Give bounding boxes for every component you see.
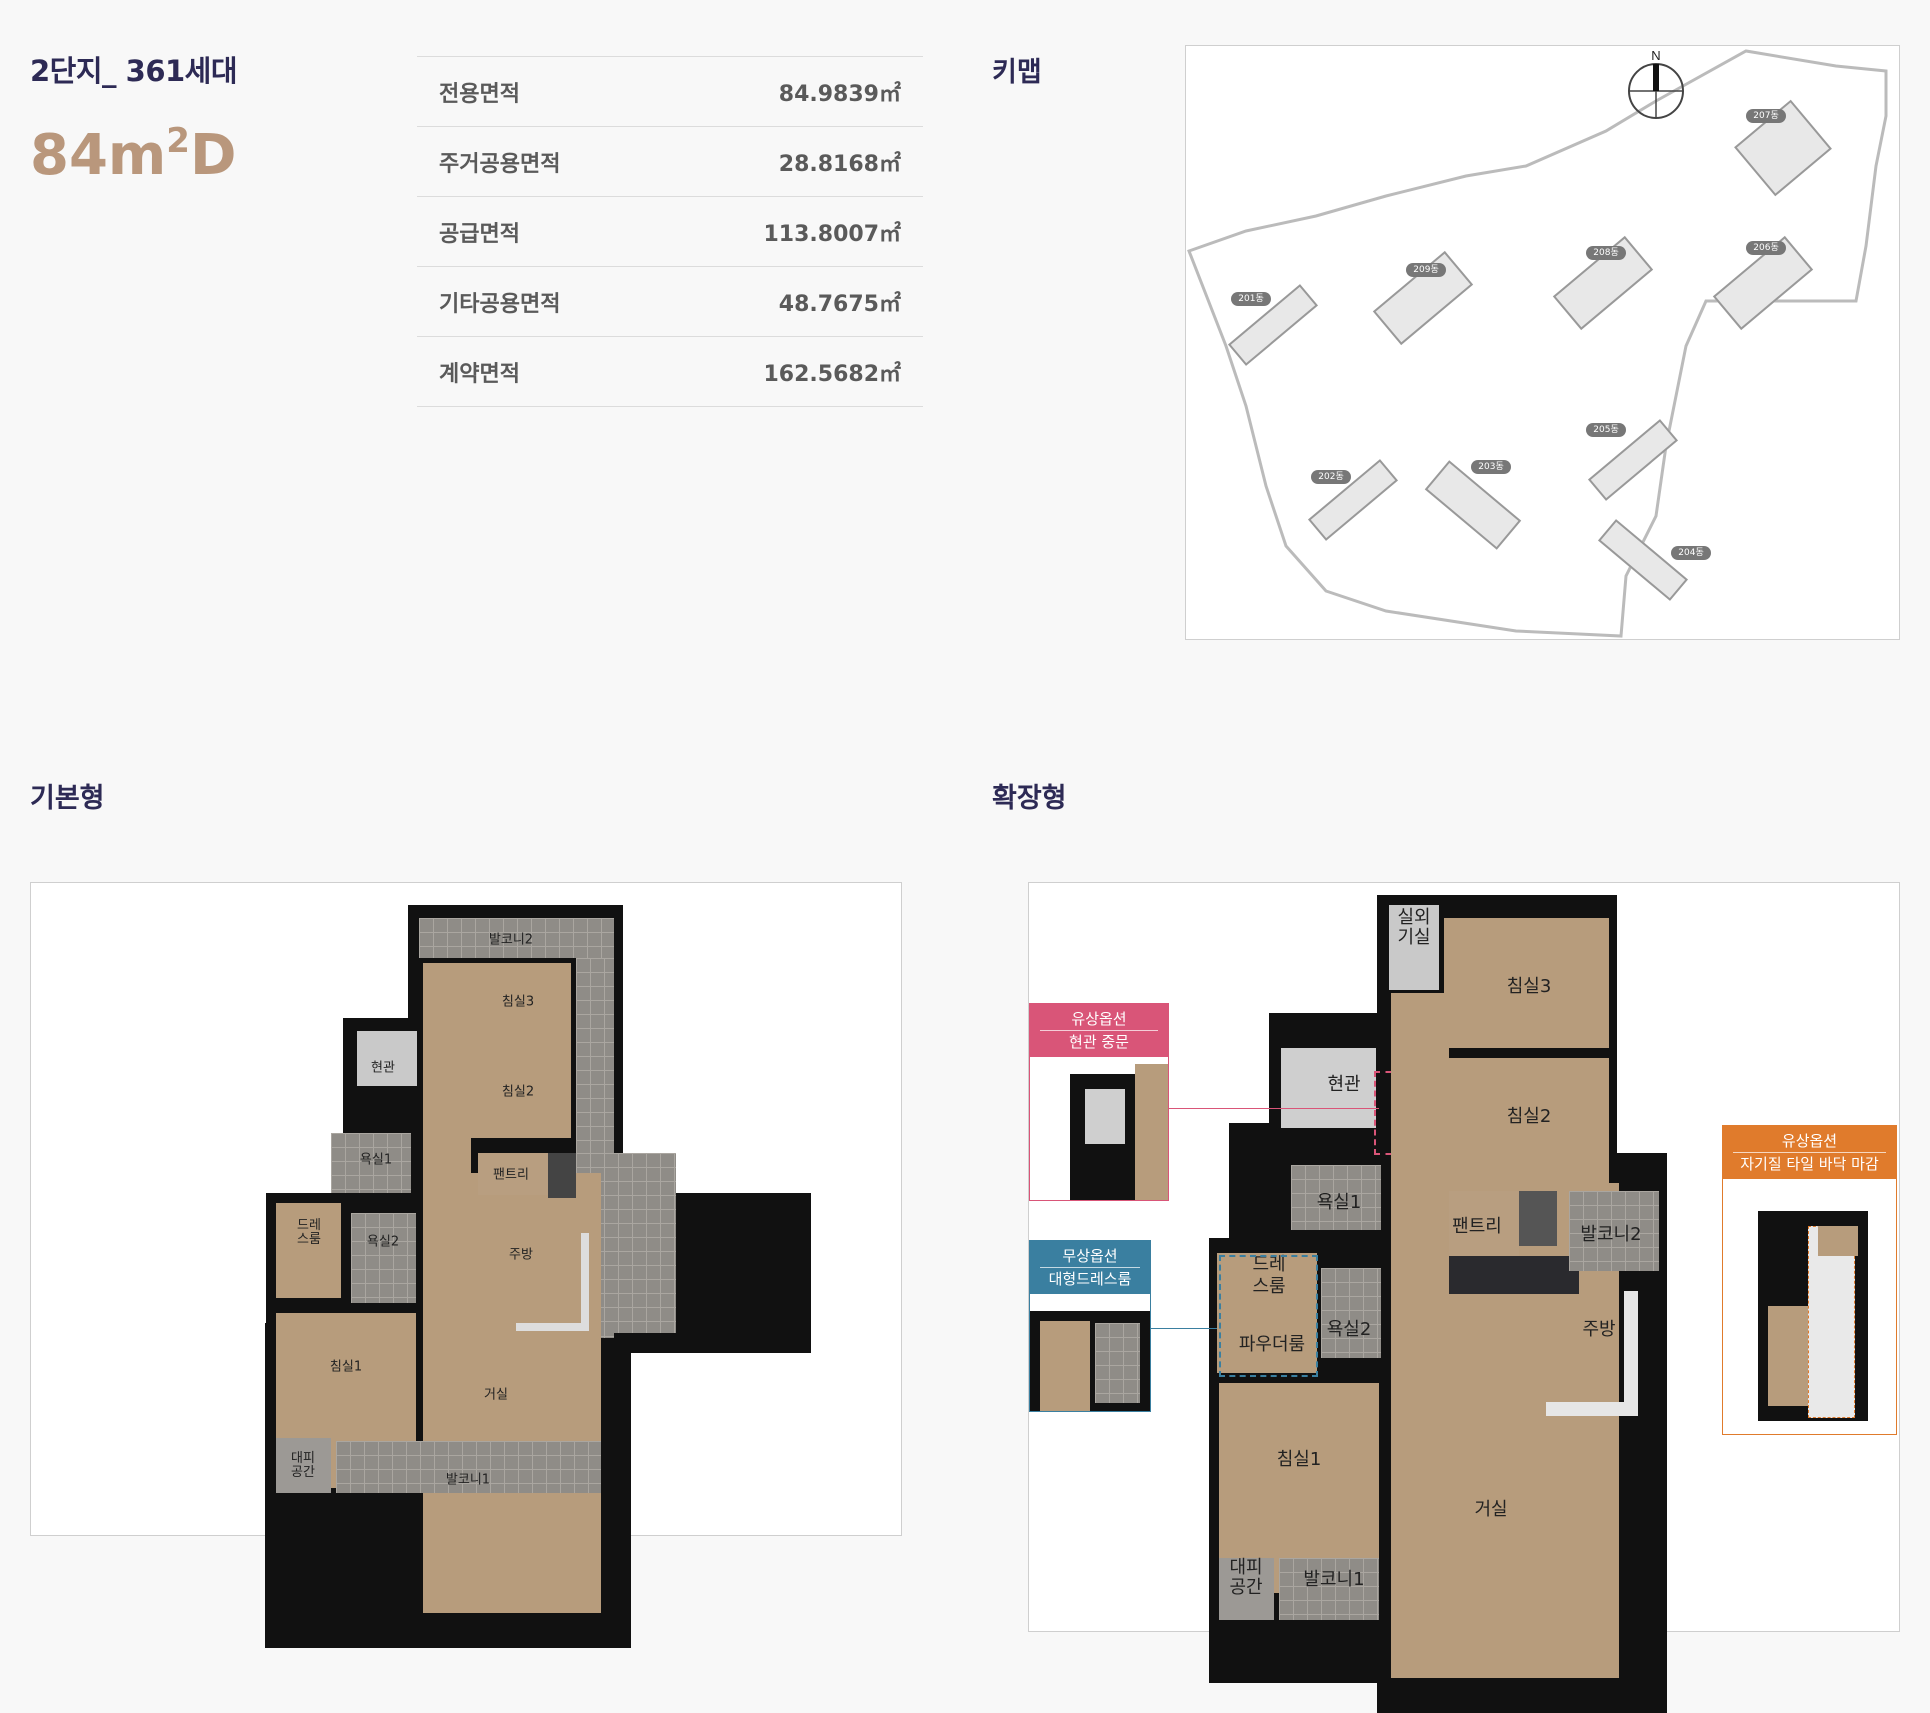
building-label[interactable]: 208동 [1586,246,1626,260]
building-label[interactable]: 202동 [1311,470,1351,484]
room-label: 침실3 [1506,976,1552,997]
room-label: 침실2 [501,1084,535,1100]
basic-title: 기본형 [30,783,105,814]
complex-title: 2단지_ 361세대 [30,54,238,88]
room-label: 발코니2 [1580,1224,1642,1245]
extended-title: 확장형 [992,783,1067,814]
room-label: 거실 [1474,1499,1508,1520]
room-label: 욕실1 [1316,1192,1362,1213]
building-label[interactable]: 206동 [1746,241,1786,255]
keymap-panel: N 207동 209동 208동 206동 201동 202동 203동 205… [1185,45,1900,640]
room-label: 팬트리 [493,1167,529,1183]
unit-type-title: 84m2D [30,121,237,188]
building-label[interactable]: 203동 [1471,460,1511,474]
room-label: 침실2 [1506,1106,1552,1127]
room-label: 현관 [1327,1074,1361,1095]
compass-icon: N [1628,48,1684,119]
room-label: 팬트리 [1452,1216,1502,1237]
room-label: 욕실2 [366,1234,400,1250]
room-label: 욕실1 [359,1152,393,1168]
option-marker [1219,1255,1318,1377]
room-label: 거실 [484,1387,508,1403]
building-label[interactable]: 207동 [1746,109,1786,123]
room-label: 발코니1 [1303,1569,1365,1590]
compass-label: N [1651,48,1660,63]
keymap-title: 키맵 [992,57,1042,88]
building-label[interactable]: 209동 [1406,263,1446,277]
room-label: 발코니2 [488,932,534,948]
room-label: 침실1 [1276,1449,1322,1470]
room-label: 현관 [371,1060,395,1076]
room-label: 파우더룸 [1238,1334,1306,1355]
room-label: 주방 [1582,1319,1616,1340]
building-label[interactable]: 205동 [1586,423,1626,437]
building-label[interactable]: 204동 [1671,546,1711,560]
room-label: 주방 [509,1247,533,1263]
room-label: 욕실2 [1326,1319,1372,1340]
room-label: 침실3 [501,994,535,1010]
building-label[interactable]: 201동 [1231,292,1271,306]
room-label: 발코니1 [445,1472,491,1488]
room-label: 침실1 [329,1359,363,1375]
